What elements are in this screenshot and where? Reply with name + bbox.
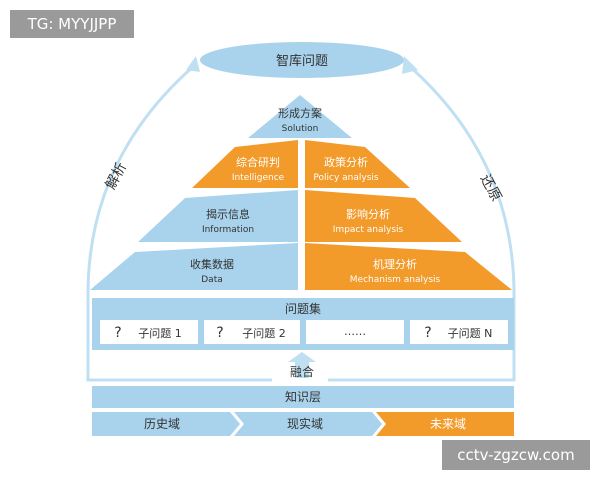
level2-right-en: Impact analysis — [333, 225, 404, 235]
outer-arc — [86, 63, 272, 382]
arc-arrow-right — [402, 56, 418, 74]
sub-problem-item: ? 子问题 N — [410, 320, 508, 344]
sub-problem-mark: ? — [114, 325, 121, 341]
sub-problem-item: ? 子问题 1 — [100, 320, 198, 344]
sub-problem-label: 子问题 N — [448, 327, 493, 340]
knowledge-layer-bar — [92, 386, 514, 408]
level3-left-en: Data — [201, 275, 223, 285]
watermark-bottom: cctv-zgzcw.com — [442, 440, 590, 470]
domain-reality — [234, 412, 382, 436]
level3-right-zh: 机理分析 — [373, 257, 417, 271]
top-problem-ellipse — [200, 42, 404, 78]
domain-reality-label: 现实域 — [287, 416, 323, 431]
domain-future-label: 未来域 — [430, 417, 466, 431]
sub-problem-item: …… — [306, 320, 404, 344]
left-arc-label: 解析 — [103, 160, 130, 192]
sub-problem-label: 子问题 2 — [242, 327, 286, 340]
knowledge-layer-label: 知识层 — [285, 390, 321, 404]
level1-left — [192, 140, 298, 188]
level3-left-zh: 收集数据 — [190, 257, 234, 271]
level1-right-zh: 政策分析 — [324, 155, 368, 169]
top-problem-label: 智库问题 — [276, 53, 328, 69]
level2-left-zh: 揭示信息 — [206, 207, 250, 221]
level2-right-zh: 影响分析 — [346, 207, 390, 221]
problem-set-title: 问题集 — [285, 301, 321, 316]
level2-left-en: Information — [202, 225, 254, 235]
sub-problem-label: …… — [344, 325, 366, 338]
watermark-top: TG: MYYJJPP — [10, 10, 134, 38]
level1-left-zh: 综合研判 — [236, 155, 280, 169]
arc-arrow-left — [186, 56, 200, 72]
fusion-arrow — [288, 352, 316, 378]
fusion-label: 融合 — [290, 364, 314, 379]
level1-right — [305, 140, 410, 188]
level1-left-en: Intelligence — [232, 173, 285, 183]
level2-right — [305, 190, 462, 242]
outer-arc-right — [328, 63, 516, 382]
level2-left — [138, 190, 298, 242]
apex-label-zh: 形成方案 — [278, 106, 322, 120]
apex-label-en: Solution — [282, 124, 319, 134]
domain-history-label: 历史域 — [144, 417, 180, 431]
level3-right — [305, 243, 512, 290]
apex-triangle — [248, 95, 352, 138]
sub-problem-mark: ? — [216, 325, 223, 341]
level3-right-en: Mechanism analysis — [350, 275, 441, 285]
domain-history — [92, 412, 240, 436]
level1-right-en: Policy analysis — [313, 173, 378, 183]
sub-problem-mark: ? — [424, 325, 431, 341]
level3-left — [90, 243, 298, 290]
sub-problem-label: 子问题 1 — [138, 327, 182, 340]
domain-future — [376, 412, 514, 436]
sub-problem-item: ? 子问题 2 — [204, 320, 300, 344]
